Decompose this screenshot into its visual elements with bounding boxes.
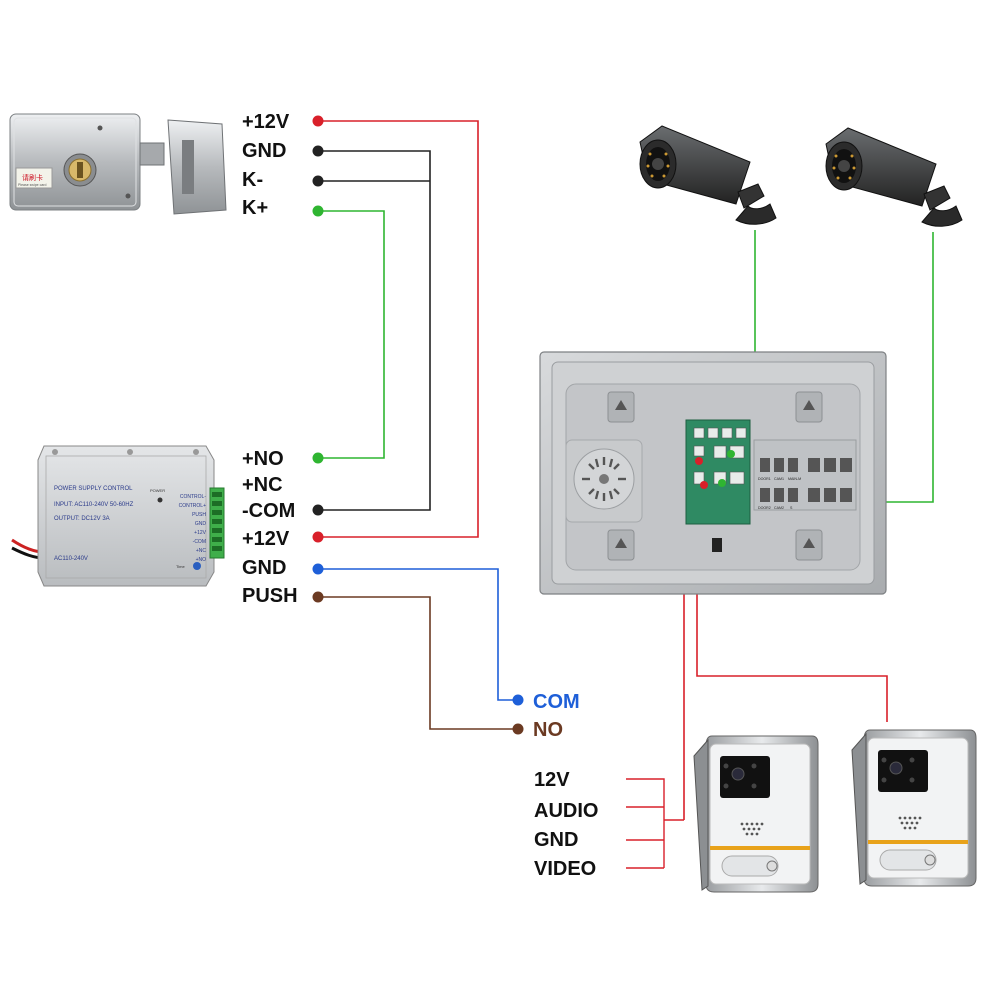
wires [318, 120, 934, 869]
lock-label-gnd: GND [242, 140, 286, 162]
dot-red [695, 457, 703, 465]
psu-label-gnd: GND [242, 557, 286, 579]
dot-brown [512, 723, 524, 735]
dot-brown [312, 591, 324, 603]
dot-blue [312, 563, 324, 575]
exit-label-com: COM [533, 691, 580, 713]
psu-power-label: POWER [150, 488, 165, 493]
wire-red-12v [318, 120, 479, 538]
psu-title: POWER SUPPLY CONTROL [54, 486, 133, 492]
psu-ac-text: AC110-240V [54, 556, 88, 562]
door-wire-audio: AUDIO [534, 800, 598, 822]
psu-side-label: CONTROL+ [179, 503, 206, 509]
psu-label-push: PUSH [242, 585, 298, 607]
psu-input-text: INPUT: AC110-240V 50-60HZ [54, 502, 134, 508]
lock-terminals: +12V GND K- K+ [242, 111, 324, 219]
monitor-port-label: S [790, 506, 793, 510]
cctv-camera-icon [639, 125, 777, 225]
monitor-port-label: DOOR1 [758, 477, 771, 481]
dot-black [312, 504, 324, 516]
psu-terminals: +NO +NC -COM +12V GND PUSH [242, 448, 324, 607]
dot-red [700, 481, 708, 489]
doorbell-camera-icon [851, 729, 977, 887]
lock-label-12v: +12V [242, 111, 290, 133]
dot-green [312, 205, 324, 217]
lock-label-kminus: K- [242, 169, 263, 191]
wire-blue-gnd [318, 568, 516, 701]
indoor-monitor-icon: DOOR1 CAM1 MAIN-M DOOR2 CAM2 S [539, 351, 887, 595]
psu-label-nc: +NC [242, 474, 283, 496]
psu-side-label: +NC [196, 548, 207, 554]
psu-label-com: -COM [242, 500, 295, 522]
psu-side-label: PUSH [192, 512, 206, 518]
psu-side-label: CONTROL- [180, 494, 206, 500]
psu-side-label: -COM [193, 539, 206, 545]
lock-sticker-subtext: Please swipe card [18, 183, 46, 187]
monitor-port-label: MAIN-M [788, 477, 801, 481]
psu-time-label: Time [176, 564, 186, 569]
psu-label-12v: +12V [242, 528, 290, 550]
wire-brown-push [318, 596, 516, 730]
exit-label-no: NO [533, 719, 563, 741]
cctv-camera-icon [825, 127, 963, 227]
dot-green [727, 450, 735, 458]
psu-side-label: +12V [194, 530, 206, 536]
exit-button-terminals: COM NO [512, 691, 580, 741]
door-wire-gnd: GND [534, 829, 578, 851]
dot-black [312, 175, 324, 187]
monitor-port-label: DOOR2 [758, 506, 771, 510]
door-wire-video: VIDEO [534, 858, 596, 880]
dot-green [718, 479, 726, 487]
dot-red [312, 531, 324, 543]
wire-black-gnd [318, 150, 431, 511]
psu-label-no: +NO [242, 448, 284, 470]
doorbell-camera-icon [693, 735, 819, 893]
dot-black [312, 145, 324, 157]
dot-green [312, 452, 324, 464]
dot-red [312, 115, 324, 127]
wire-green-kplus [318, 210, 385, 459]
door-wire-bundle [626, 778, 684, 869]
door-wire-labels: 12V AUDIO GND VIDEO [534, 769, 598, 880]
psu-side-label: +NO [196, 557, 207, 563]
lock-sticker-text: 请刷卡 [22, 173, 43, 182]
electric-lock-icon: 请刷卡 Please swipe card [9, 113, 227, 215]
power-supply-icon: POWER SUPPLY CONTROL INPUT: AC110-240V 5… [11, 445, 225, 587]
psu-output-text: OUTPUT: DC12V 3A [54, 516, 110, 522]
dot-blue [512, 694, 524, 706]
monitor-port-label: CAM2 [774, 506, 784, 510]
psu-side-label: GND [195, 521, 207, 527]
lock-label-kplus: K+ [242, 197, 268, 219]
monitor-port-label: CAM1 [774, 477, 784, 481]
door-wire-12v: 12V [534, 769, 570, 791]
